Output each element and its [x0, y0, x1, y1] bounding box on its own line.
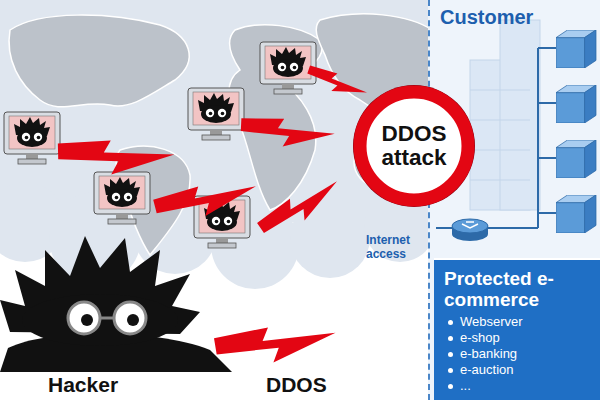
list-item: e-auction [444, 362, 592, 378]
customer-region: CustomerProtected e-commerceWebservere-s… [428, 0, 600, 400]
ring-edge [353, 85, 475, 207]
list-item: e-banking [444, 346, 592, 362]
list-item: e-shop [444, 330, 592, 346]
protected-box: Protected e-commerceWebservere-shope-ban… [434, 258, 600, 400]
sign-text: DDOS attack [352, 122, 476, 169]
network-label: Internet access [366, 234, 432, 262]
list-item: Webserver [444, 314, 592, 330]
figure-label: Hacker [48, 373, 118, 396]
list-item: ... [444, 378, 592, 394]
region-heading: Customer [430, 0, 600, 35]
attack-label: DDOS [266, 373, 327, 396]
box-heading: Protected e-commerce [444, 268, 592, 310]
attack-sign: DDOS attack [352, 84, 476, 208]
